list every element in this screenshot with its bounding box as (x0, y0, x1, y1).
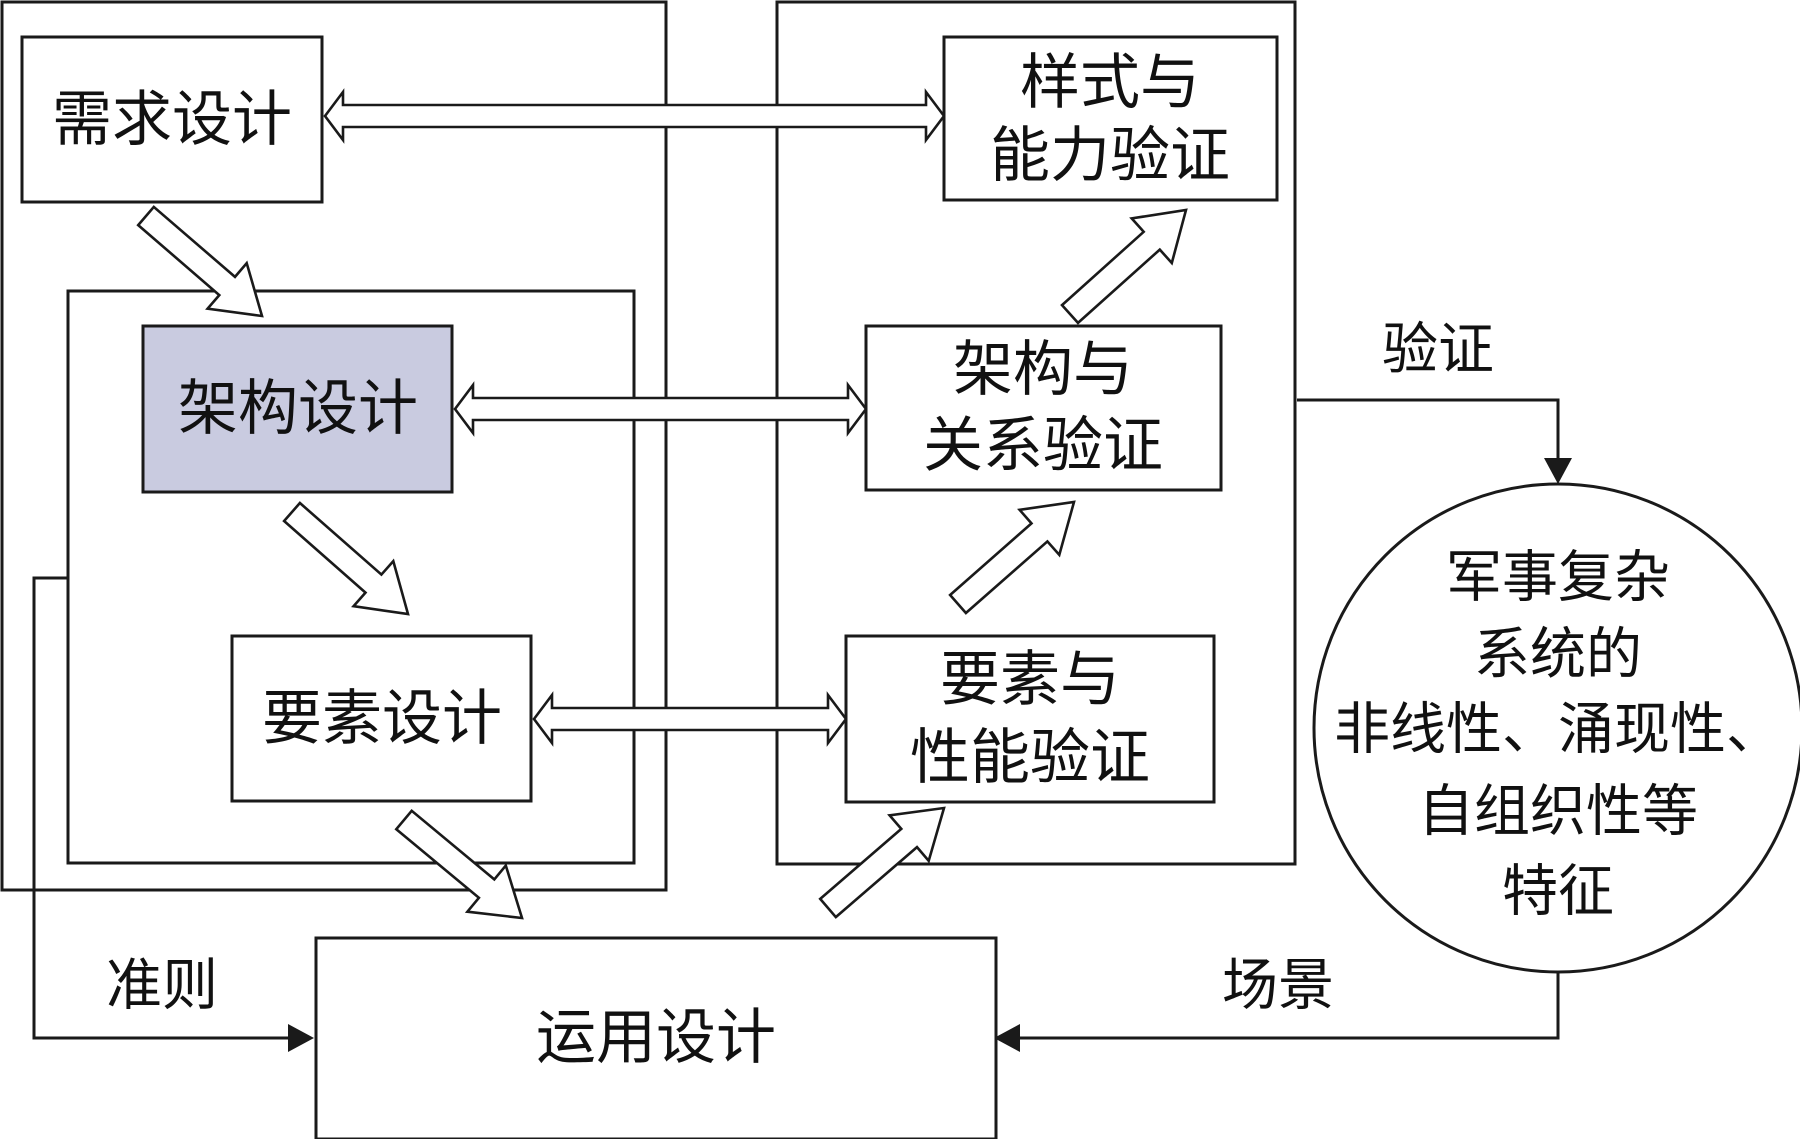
complex-system-features-circle (1312, 482, 1800, 974)
element-performance-verification-label-line2: 性能验证 (910, 723, 1150, 793)
criteria-flow-line (32, 576, 288, 1040)
verification-flow-line (1297, 398, 1560, 458)
requirement-design-label: 需求设计 (52, 85, 292, 155)
complex-system-features-line1: 军事复杂 (1446, 546, 1670, 611)
architecture-design-label: 架构设计 (178, 374, 418, 444)
operation-design-label: 运用设计 (536, 1003, 776, 1073)
element-to-operation-arrow (394, 808, 524, 920)
scenario-edge-label: 场景 (1222, 954, 1334, 1019)
complex-system-features-line5: 特征 (1502, 860, 1614, 925)
scenario-flow-line (1020, 972, 1560, 1040)
element-design-label: 要素设计 (262, 684, 502, 754)
element-performance-connector (532, 691, 848, 747)
architecture-to-style-verification-arrow (1060, 208, 1188, 325)
architecture-design-box (141, 324, 454, 494)
operation-to-element-verification-arrow (818, 806, 946, 919)
architecture-relation-verification-label-line2: 关系验证 (923, 411, 1163, 481)
verification-edge-label: 验证 (1382, 318, 1494, 383)
architecture-to-element-arrow (282, 501, 410, 616)
design-group-outer-frame (0, 0, 668, 892)
requirement-to-architecture-arrow (136, 205, 264, 318)
architecture-relation-connector (453, 381, 868, 437)
style-capability-verification-box (942, 35, 1279, 202)
scenario-arrow-head (994, 1024, 1020, 1052)
element-performance-verification-label-line1: 要素与 (940, 645, 1120, 715)
criteria-arrow-head (288, 1024, 314, 1052)
complex-system-features-line3: 非线性、涌现性、 (1334, 698, 1782, 763)
architecture-relation-verification-box (864, 324, 1223, 492)
criteria-edge-label: 准则 (106, 954, 218, 1019)
element-performance-verification-box (844, 634, 1216, 804)
style-capability-verification-label-line2: 能力验证 (990, 121, 1230, 191)
verification-group-frame (775, 0, 1297, 866)
requirement-style-connector (323, 88, 946, 144)
element-to-architecture-verification-arrow (948, 500, 1076, 615)
style-capability-verification-label-line1: 样式与 (1020, 48, 1200, 118)
architecture-relation-verification-label-line1: 架构与 (953, 335, 1133, 405)
complex-system-features-line2: 系统的 (1474, 623, 1642, 688)
element-design-box (230, 634, 533, 803)
operation-design-box (314, 936, 998, 1139)
requirement-design-box (20, 35, 324, 204)
complex-system-features-line4: 自组织性等 (1418, 780, 1698, 845)
verification-arrow-head (1544, 458, 1572, 484)
